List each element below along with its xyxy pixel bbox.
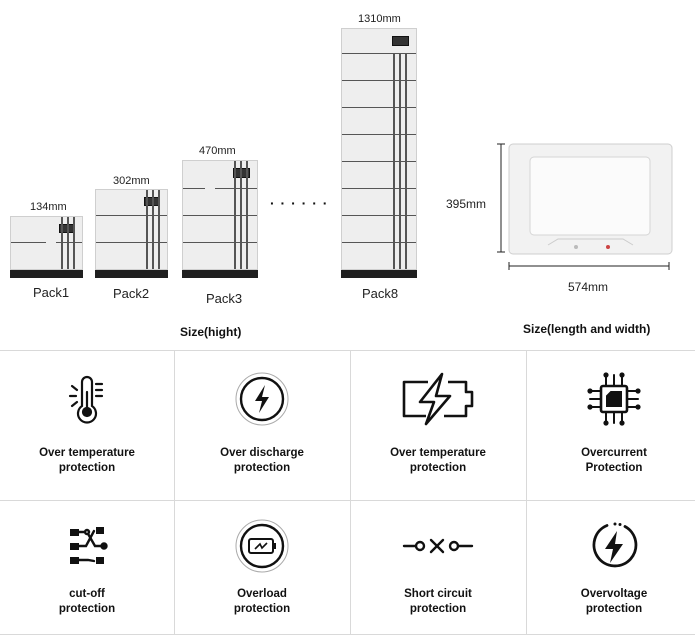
feature-label: Over temperature (390, 447, 486, 459)
pack3-unit (182, 160, 258, 270)
pack8-dimension: 1310mm (358, 13, 401, 25)
pack3-label: Pack3 (206, 291, 243, 306)
pack2-unit (95, 189, 168, 270)
pack1-dimension: 134mm (30, 201, 67, 213)
feature-over-temperature: Over temperature protection (0, 350, 174, 487)
feature-grid: Over temperature protection Over discharg… (0, 350, 695, 635)
feature-label: protection (585, 603, 643, 615)
height-dimension: 395mm (446, 197, 487, 211)
feature-label: Overload (237, 588, 287, 600)
pack1-base (10, 270, 83, 278)
feature-label: Protection (585, 462, 643, 474)
display-screen-icon (392, 36, 409, 46)
feature-label: protection (409, 603, 467, 615)
ellipsis-dots: · · · · · · (270, 195, 329, 211)
pack3-base (182, 270, 258, 278)
feature-label: cut-off (69, 588, 105, 600)
feature-label: protection (233, 462, 291, 474)
width-dimension: 574mm (568, 280, 609, 294)
size-height-caption: Size(hight) (180, 325, 242, 339)
feature-label: Short circuit (404, 588, 472, 600)
feature-overvoltage: Overvoltage protection (527, 501, 695, 638)
feature-label: protection (58, 603, 116, 615)
pack3-dimension: 470mm (199, 145, 236, 157)
pack2-label: Pack2 (113, 286, 150, 301)
feature-label: protection (58, 462, 116, 474)
dimension-lines-icon (497, 143, 670, 270)
power-bolt-icon (592, 522, 638, 568)
feature-label: Over temperature (39, 447, 135, 459)
chip-icon (587, 372, 641, 426)
pack8-label: Pack8 (362, 286, 399, 301)
feature-label: protection (409, 462, 467, 474)
top-view-icon (508, 143, 673, 255)
feature-overload: Overload protection (175, 501, 349, 638)
battery-circle-icon (235, 519, 289, 573)
short-circuit-icon (402, 538, 474, 554)
pack2-base (95, 270, 168, 278)
size-lw-caption: Size(length and width) (523, 322, 651, 336)
pack1-unit (10, 216, 83, 270)
circuit-icon (70, 527, 108, 564)
pack2-dimension: 302mm (113, 175, 150, 187)
feature-over-temperature-battery: Over temperature protection (351, 350, 525, 487)
feature-cut-off: cut-off protection (0, 501, 174, 638)
pack8-base (341, 270, 417, 278)
feature-over-discharge: Over discharge protection (175, 350, 349, 487)
battery-bolt-icon (402, 372, 474, 426)
thermometer-icon (68, 375, 104, 424)
feature-label: Over discharge (220, 447, 304, 459)
lightning-circle-icon (235, 372, 289, 426)
pack8-unit (341, 28, 417, 270)
feature-label: protection (233, 603, 291, 615)
pack1-label: Pack1 (33, 285, 70, 300)
feature-short-circuit: Short circuit protection (351, 501, 525, 638)
feature-label: Overcurrent (581, 447, 647, 459)
feature-label: Overvoltage (580, 588, 648, 600)
